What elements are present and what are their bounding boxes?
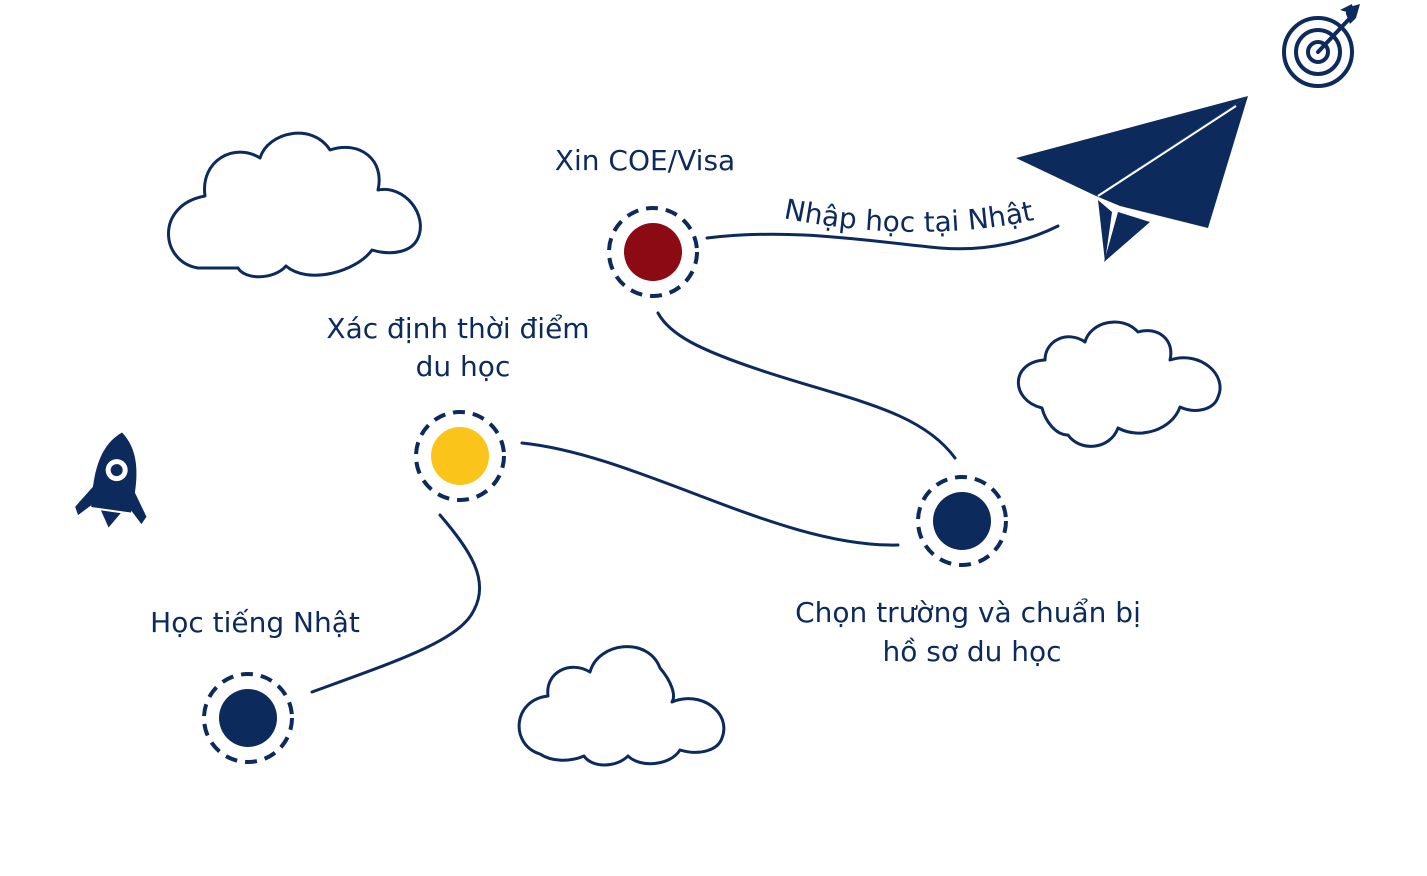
step-marker xyxy=(219,689,277,747)
step-marker xyxy=(624,223,682,281)
connector-4-5 xyxy=(705,224,1060,251)
cloud-icon xyxy=(167,131,422,279)
rocket-icon xyxy=(75,432,147,528)
label-nhap-hoc: Nhập học tại Nhật xyxy=(782,193,1037,239)
label-xin-coe-visa: Xin COE/Visa xyxy=(555,144,735,177)
step-marker xyxy=(933,492,991,550)
step-hoc-tieng-nhat xyxy=(202,672,294,764)
paper-plane-icon xyxy=(1016,96,1248,262)
step-marker xyxy=(431,427,489,485)
step-xin-coe-visa xyxy=(607,206,699,298)
label-hoc-tieng-nhat: Học tiếng Nhật xyxy=(150,606,360,639)
step-chon-truong xyxy=(916,475,1008,567)
connector-1-2 xyxy=(310,513,482,694)
step-xac-dinh-thoi-diem xyxy=(414,410,506,502)
plane-fold-line xyxy=(1097,105,1237,197)
label-xac-dinh-line2: du học xyxy=(416,350,511,383)
label-chon-truong-line2: hồ sơ du học xyxy=(882,635,1061,668)
connector-2-3 xyxy=(520,441,900,547)
connector-3-4 xyxy=(656,311,957,460)
cloud-icon xyxy=(1016,320,1222,448)
label-xac-dinh-line1: Xác định thời điểm xyxy=(326,312,589,345)
label-chon-truong-line1: Chọn trường và chuẩn bị xyxy=(795,596,1141,629)
target-icon xyxy=(1282,4,1360,88)
cloud-icon xyxy=(517,645,726,767)
